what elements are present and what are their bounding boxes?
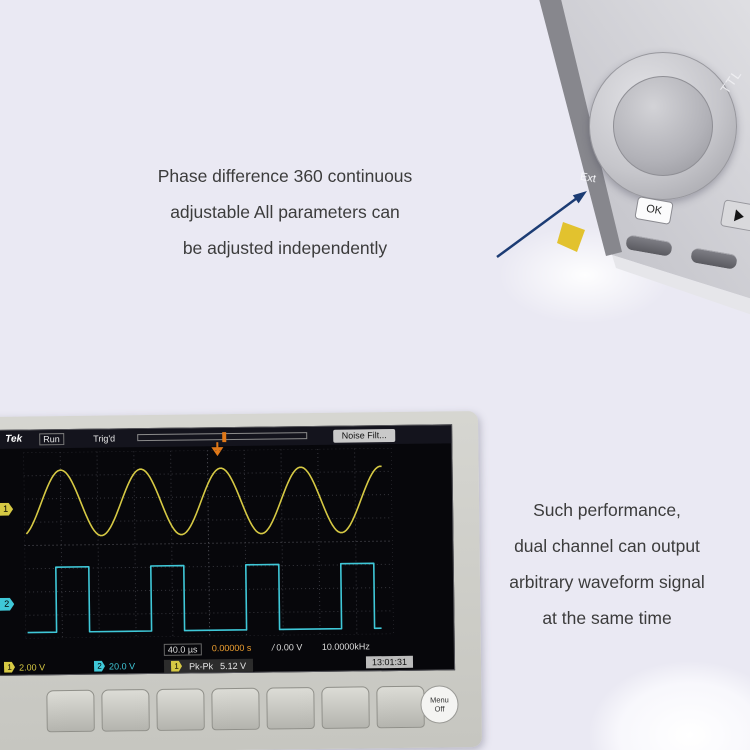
record-position-marker <box>222 432 227 443</box>
softkey-button[interactable] <box>156 688 205 731</box>
menu-off-line2: Off <box>434 704 445 714</box>
tek-logo: Tek <box>5 433 23 445</box>
corner-highlight <box>560 640 750 750</box>
trigger-position-stem <box>216 442 219 449</box>
panel-edge <box>539 0 622 256</box>
left-annotation: Phase difference 360 continuous adjustab… <box>85 158 485 266</box>
softkey-button[interactable] <box>376 685 425 729</box>
softkey-button[interactable] <box>321 686 370 729</box>
left-annotation-line: be adjusted independently <box>182 238 388 258</box>
measurement-value: 5.12 V <box>219 660 247 671</box>
softkey-button[interactable] <box>101 689 150 732</box>
ch1-tag-icon: 1 <box>4 662 15 673</box>
callout-arrow <box>496 191 587 259</box>
trigger-level-value: 0.00 V <box>276 642 303 653</box>
scope-screen: Tek Run Trig'd Noise Filt... 1 2 40.0 µs… <box>0 424 456 676</box>
right-annotation: Such performance, dual channel can outpu… <box>468 492 746 636</box>
horizontal-position-readout: 0.00000 s <box>211 642 252 654</box>
noise-filter-softkey[interactable]: Noise Filt... <box>333 429 396 443</box>
left-annotation-line: Phase difference 360 continuous <box>157 166 413 186</box>
softkey-row <box>46 685 425 733</box>
waveform-plot <box>23 448 394 639</box>
status-row: 1 2.00 V 2 20.0 V 1 Pk-Pk 5.12 V 13:01:3… <box>0 655 454 676</box>
ch2-tag-icon: 2 <box>94 661 105 672</box>
ch2-marker: 2 <box>0 598 14 611</box>
trigger-level-readout: /0.00 V <box>272 642 303 652</box>
ch1-scale-readout: 1 2.00 V <box>4 661 45 673</box>
softkey-button[interactable] <box>46 689 95 733</box>
ch2-scale-readout: 2 20.0 V <box>94 660 135 672</box>
right-arrow-icon <box>733 208 745 223</box>
frequency-readout: 10.0000kHz <box>321 641 370 652</box>
right-annotation-line: at the same time <box>542 608 672 628</box>
right-annotation-line: Such performance, <box>533 500 681 520</box>
ch1-marker: 1 <box>0 503 13 516</box>
softkey-button[interactable] <box>211 687 260 731</box>
menu-off-button[interactable]: Menu Off <box>420 685 459 724</box>
rotary-knob[interactable] <box>589 52 737 200</box>
signal-generator-panel: TTL Ext OK <box>460 0 750 330</box>
arrow-line <box>496 196 578 259</box>
timebase-readout: 40.0 µs <box>163 643 202 656</box>
oscilloscope: Tek Run Trig'd Noise Filt... 1 2 40.0 µs… <box>0 410 483 750</box>
panel-lip <box>612 255 750 315</box>
record-view-bar <box>137 432 308 443</box>
menu-off-line1: Menu <box>430 695 449 705</box>
right-annotation-line: dual channel can output <box>514 536 700 556</box>
softkey-button[interactable] <box>266 687 315 730</box>
graticule <box>23 448 394 639</box>
measurement-source-icon: 1 <box>171 661 182 672</box>
trigger-slope-icon: / <box>271 642 275 653</box>
clock: 13:01:31 <box>365 655 414 669</box>
knob-face <box>613 76 713 176</box>
measurement-label: Pk-Pk <box>188 660 214 672</box>
ch2-scale-value: 20.0 V <box>108 660 136 672</box>
trigger-status: Trig'd <box>93 433 116 444</box>
measurement-readout: 1 Pk-Pk 5.12 V <box>163 658 254 673</box>
scope-header-bar: Tek Run Trig'd Noise Filt... <box>0 425 452 449</box>
ch1-scale-value: 2.00 V <box>18 661 46 673</box>
left-annotation-line: adjustable All parameters can <box>170 202 400 222</box>
acquisition-status: Run <box>39 433 64 446</box>
arrow-head-icon <box>572 191 587 204</box>
yellow-trim <box>557 222 585 252</box>
right-annotation-line: arbitrary waveform signal <box>509 572 705 592</box>
